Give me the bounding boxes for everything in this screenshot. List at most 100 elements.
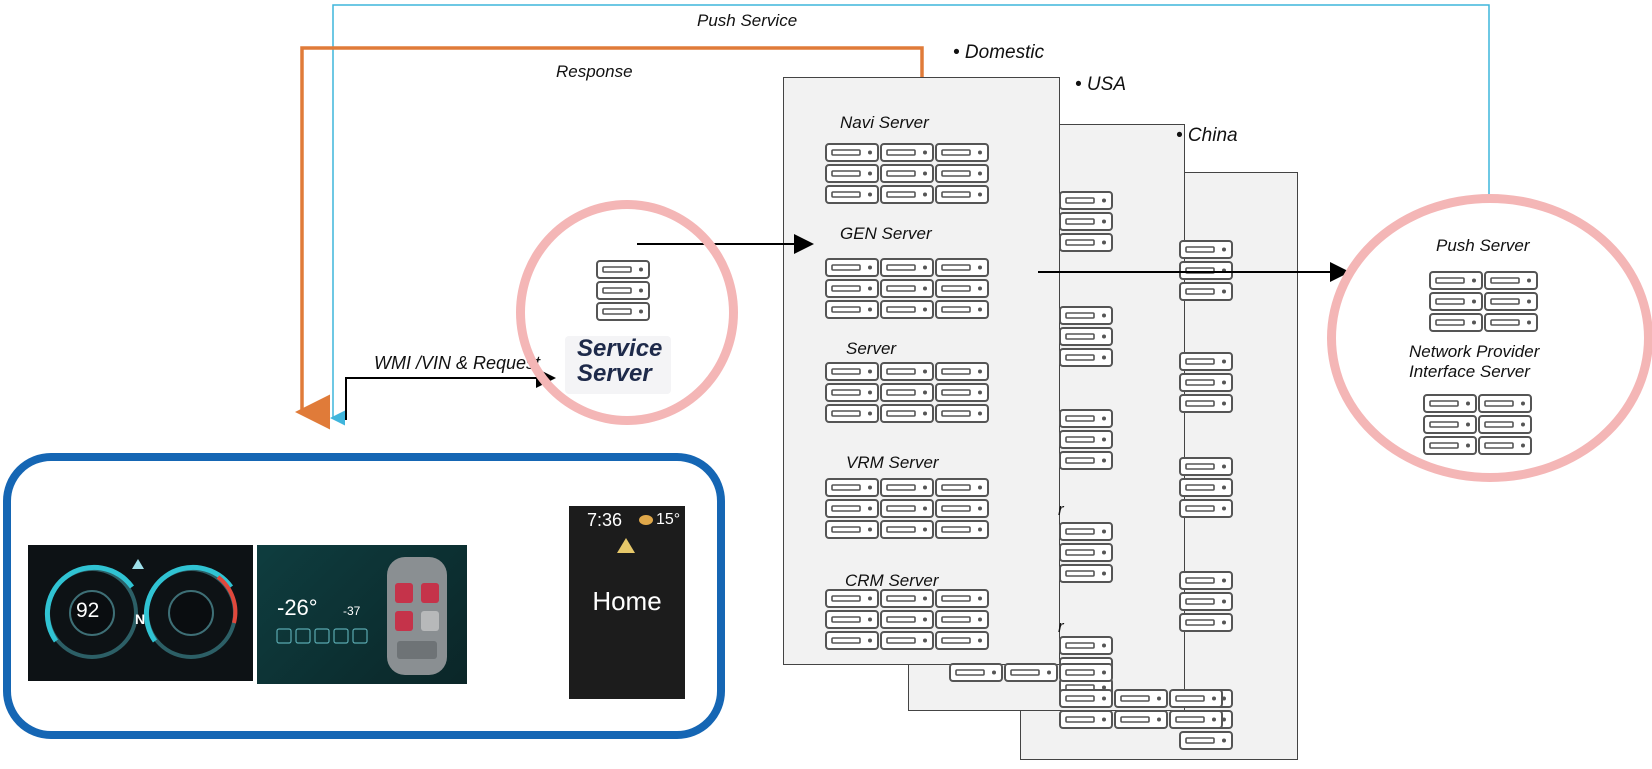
domestic-server-unit xyxy=(880,362,934,381)
domestic-server-unit xyxy=(825,610,879,629)
domestic-server-unit xyxy=(880,164,934,183)
usa-back-server-unit xyxy=(1059,543,1113,562)
china-back-server-unit xyxy=(1179,282,1233,301)
domestic-server-unit xyxy=(880,610,934,629)
network-provider-line2: Interface Server xyxy=(1409,362,1530,381)
china-bottom-server-unit xyxy=(1114,710,1168,729)
domestic-server-unit xyxy=(880,383,934,402)
service-server-label: Service Server xyxy=(565,336,671,394)
domestic-server-unit xyxy=(880,300,934,319)
service-server-line2: Server xyxy=(577,360,652,387)
push-service-connector xyxy=(330,4,1490,426)
domestic-server-unit xyxy=(935,520,989,539)
push-server-title: Push Server xyxy=(1436,236,1530,255)
domestic-server-unit xyxy=(825,143,879,162)
domestic-server-unit xyxy=(825,478,879,497)
climate-temp-secondary: -37 xyxy=(343,604,361,618)
domestic-server-unit xyxy=(825,300,879,319)
domestic-server-unit xyxy=(935,589,989,608)
request-label: WMI /VIN & Request xyxy=(374,353,541,373)
service-server-circle xyxy=(516,200,738,425)
domestic-server-unit xyxy=(935,300,989,319)
instrument-cluster-screen: 92 N xyxy=(28,545,253,681)
china-back-server-unit xyxy=(1179,731,1233,750)
usa-back-server-unit xyxy=(1059,191,1113,210)
warning-icon xyxy=(617,538,635,553)
domestic-server-unit xyxy=(825,164,879,183)
phone-time: 7:36 xyxy=(587,510,623,530)
crm-server-label: CRM Server xyxy=(845,571,939,590)
usa-back-server-unit xyxy=(1059,451,1113,470)
climate-temp: -26° xyxy=(277,595,318,620)
usa-back-server-unit xyxy=(1059,636,1113,655)
china-back-server-unit xyxy=(1179,394,1233,413)
domestic-server-unit xyxy=(935,185,989,204)
phone-home-label: Home xyxy=(592,586,662,616)
china-bottom-server-unit xyxy=(1169,710,1223,729)
phone-weather: 15° xyxy=(656,511,681,528)
cluster-gauges xyxy=(44,559,238,659)
usa-back-server-unit xyxy=(1059,212,1113,231)
domestic-server-unit xyxy=(825,631,879,650)
domestic-server-unit xyxy=(935,258,989,277)
push-server-circle xyxy=(1327,194,1652,482)
china-back-server-unit xyxy=(1179,571,1233,590)
usa-back-server-unit xyxy=(1059,327,1113,346)
domestic-server-unit xyxy=(880,258,934,277)
vehicle-display-group xyxy=(3,453,725,739)
request-connector xyxy=(345,368,556,420)
china-back-server-unit xyxy=(1179,478,1233,497)
china-bottom-server-unit xyxy=(1114,689,1168,708)
region-china: • China xyxy=(1176,125,1238,146)
domestic-server-unit xyxy=(825,499,879,518)
domestic-server-unit xyxy=(880,589,934,608)
china-back-server-unit xyxy=(1179,613,1233,632)
china-back-server-unit xyxy=(1179,240,1233,259)
domestic-server-unit xyxy=(880,499,934,518)
region-usa: • USA xyxy=(1075,74,1126,95)
domestic-server-unit xyxy=(935,143,989,162)
domestic-server-unit xyxy=(825,383,879,402)
china-back-server-unit xyxy=(1179,592,1233,611)
domestic-server-unit xyxy=(935,383,989,402)
climate-control-screen: -26° -37 xyxy=(257,545,467,684)
usa-back-server-unit xyxy=(1059,409,1113,428)
region-domestic: • Domestic xyxy=(953,42,1045,63)
vrm-server-label: VRM Server xyxy=(846,453,939,472)
domestic-server-unit xyxy=(825,258,879,277)
usa-bottom-server-unit xyxy=(1004,663,1058,682)
usa-back-server-unit xyxy=(1059,430,1113,449)
domestic-server-unit xyxy=(935,610,989,629)
china-back-server-unit xyxy=(1179,352,1233,371)
domestic-server-unit xyxy=(825,589,879,608)
navi-server-label: Navi Server xyxy=(840,113,929,132)
cluster-gear: N xyxy=(135,611,146,627)
china-back-server-unit xyxy=(1179,373,1233,392)
response-connector xyxy=(295,46,924,430)
china-back-server-unit xyxy=(1179,457,1233,476)
domestic-server-unit xyxy=(825,404,879,423)
network-provider-line1: Network Provider xyxy=(1409,342,1540,361)
china-bottom-server-unit xyxy=(1059,710,1113,729)
domestic-server-unit xyxy=(935,164,989,183)
domestic-server-unit xyxy=(935,362,989,381)
push-service-label: Push Service xyxy=(697,11,798,30)
china-back-server-unit xyxy=(1179,499,1233,518)
domestic-server-unit xyxy=(880,143,934,162)
domestic-server-unit xyxy=(935,478,989,497)
domestic-server-unit xyxy=(880,279,934,298)
usa-back-server-unit xyxy=(1059,233,1113,252)
domestic-server-unit xyxy=(880,631,934,650)
usa-label-fragment-b: r xyxy=(1058,617,1064,636)
weather-icon xyxy=(639,515,653,525)
service-server-line1: Service xyxy=(577,335,663,362)
domestic-server-unit xyxy=(935,279,989,298)
cluster-speed: 92 xyxy=(76,599,100,622)
gen-server-label: GEN Server xyxy=(840,224,932,243)
china-bottom-server-unit xyxy=(1059,689,1113,708)
usa-back-server-unit xyxy=(1059,306,1113,325)
domestic-server-unit xyxy=(880,404,934,423)
server-label: Server xyxy=(846,339,897,358)
